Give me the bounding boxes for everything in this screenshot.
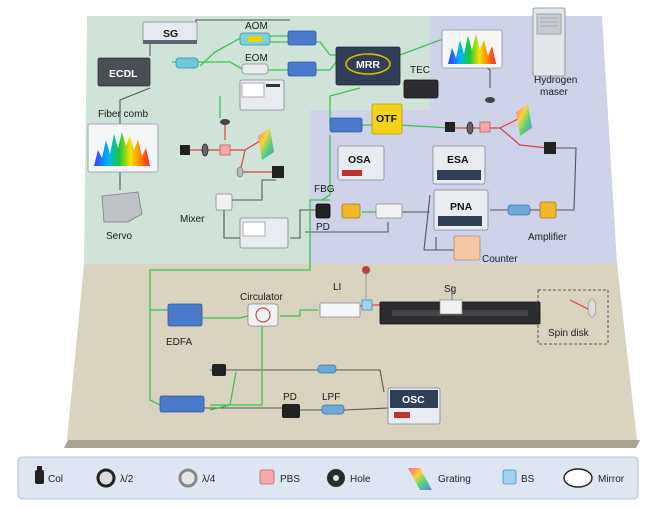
legend-item-pbs: PBS	[259, 469, 300, 485]
osa-analyzer: OSA	[337, 145, 385, 181]
pbs-icon	[259, 469, 275, 485]
pd-photodetector-bottom: PD	[282, 392, 300, 418]
spectrum-display-top	[441, 29, 503, 69]
legend-label-half-wave: λ/2	[120, 474, 134, 485]
grating-icon	[408, 468, 432, 490]
hole-icon	[327, 469, 345, 487]
sg-translation-stage: Sg	[379, 284, 541, 325]
rf-driver-box-2	[287, 61, 317, 77]
mixer-label: Mixer	[180, 214, 205, 225]
electrical-cables	[119, 19, 577, 411]
legend-item-grating: Grating	[408, 468, 471, 490]
rf-filter	[507, 204, 531, 216]
servo-label: Servo	[106, 231, 133, 242]
coupler-box	[212, 364, 226, 376]
tec-controller: TEC	[403, 65, 439, 99]
legend-item-half-wave: λ/2	[96, 468, 134, 488]
fiber-filter-top	[317, 364, 337, 374]
fbg-label: FBG	[314, 184, 335, 195]
circulator: Circulator	[240, 292, 283, 327]
rf-splitter	[375, 203, 403, 219]
eom-label: EOM	[245, 53, 268, 64]
aom-label: AOM	[245, 21, 268, 32]
ecdl-laser: ECDL	[97, 57, 199, 87]
legend-item-mirror: Mirror	[563, 468, 625, 488]
lpf-label: LPF	[322, 392, 340, 403]
counter-label: Counter	[482, 254, 518, 265]
rf-instrument-bottom	[239, 217, 289, 249]
amplifier: Amplifier	[528, 201, 568, 243]
esa-analyzer: ESA	[432, 145, 486, 185]
half-wave-plate-icon	[96, 468, 116, 488]
legend-label-quarter-wave: λ/4	[202, 474, 216, 485]
isolator	[175, 57, 199, 69]
fiber-comb: Fiber comb	[87, 109, 159, 173]
optics-upper-left	[180, 119, 284, 178]
mrr-label: MRR	[356, 59, 380, 71]
rf-instrument-top	[239, 79, 285, 111]
legend-label-grating: Grating	[438, 474, 471, 485]
spin-disk-inset: Spin disk	[537, 289, 609, 345]
legend-label-col: Col	[48, 474, 63, 485]
pd-photodetector-top: PD	[315, 203, 331, 233]
mirror-icon	[563, 468, 593, 488]
hydrogen-maser-label-1: Hydrogen	[534, 75, 577, 86]
li-lens-rail: LI	[319, 266, 373, 318]
pd-top-label: PD	[316, 222, 330, 233]
pna-label: PNA	[450, 201, 473, 213]
eom-modulator: EOM	[241, 53, 269, 75]
col-icon	[35, 466, 44, 484]
circulator-label: Circulator	[240, 292, 283, 303]
hydrogen-maser: Hydrogen maser	[532, 7, 577, 98]
legend-item-bs: BS	[502, 469, 535, 485]
legend-item-col: Col	[35, 466, 63, 485]
fiber-comb-label: Fiber comb	[98, 109, 148, 120]
edfa-label: EDFA	[166, 337, 192, 348]
otf-label: OTF	[376, 113, 398, 125]
amplifier-label: Amplifier	[528, 232, 568, 243]
servo-controller: Servo	[101, 191, 143, 242]
otf-driver-box	[329, 117, 363, 133]
ecdl-label: ECDL	[109, 68, 138, 80]
legend-label-mirror: Mirror	[598, 474, 625, 485]
legend-item-hole: Hole	[327, 469, 371, 487]
table-edge	[64, 440, 640, 448]
sg-signal-generator: SG	[142, 21, 198, 44]
mixer: Mixer	[180, 193, 233, 225]
pd-bottom-label: PD	[283, 392, 297, 403]
legend-item-quarter-wave: λ/4	[178, 468, 216, 488]
rf-driver-box-1	[287, 30, 317, 46]
rf-amp-small	[341, 203, 361, 219]
osa-label: OSA	[348, 154, 371, 166]
esa-label: ESA	[447, 154, 469, 166]
sg-lower-label: Sg	[444, 284, 456, 295]
optics-upper-right	[445, 97, 556, 154]
counter: Counter	[453, 235, 518, 265]
edfa-amplifier: EDFA	[166, 303, 203, 348]
legend-label-bs: BS	[521, 474, 535, 485]
osc-oscilloscope: OSC	[387, 387, 441, 425]
spin-disk-label: Spin disk	[548, 328, 590, 339]
hydrogen-maser-label-2: maser	[540, 87, 568, 98]
bs-icon	[502, 469, 517, 485]
aom-modulator: AOM	[239, 21, 271, 46]
lower-driver-box	[159, 395, 205, 413]
mrr-microring: MRR	[335, 46, 401, 86]
legend-label-pbs: PBS	[280, 474, 300, 485]
legend: Col λ/2 λ/4 PBS Hole Grating BS	[17, 456, 639, 500]
otf-filter: OTF	[371, 103, 403, 135]
tec-label: TEC	[410, 65, 430, 76]
osc-label: OSC	[402, 394, 425, 406]
lower-region	[67, 264, 637, 440]
quarter-wave-plate-icon	[178, 468, 198, 488]
sg-label: SG	[163, 28, 178, 40]
li-label: LI	[333, 282, 341, 293]
lpf-filter: LPF	[321, 392, 345, 415]
pna-analyzer: PNA	[433, 189, 489, 231]
legend-label-hole: Hole	[350, 474, 371, 485]
